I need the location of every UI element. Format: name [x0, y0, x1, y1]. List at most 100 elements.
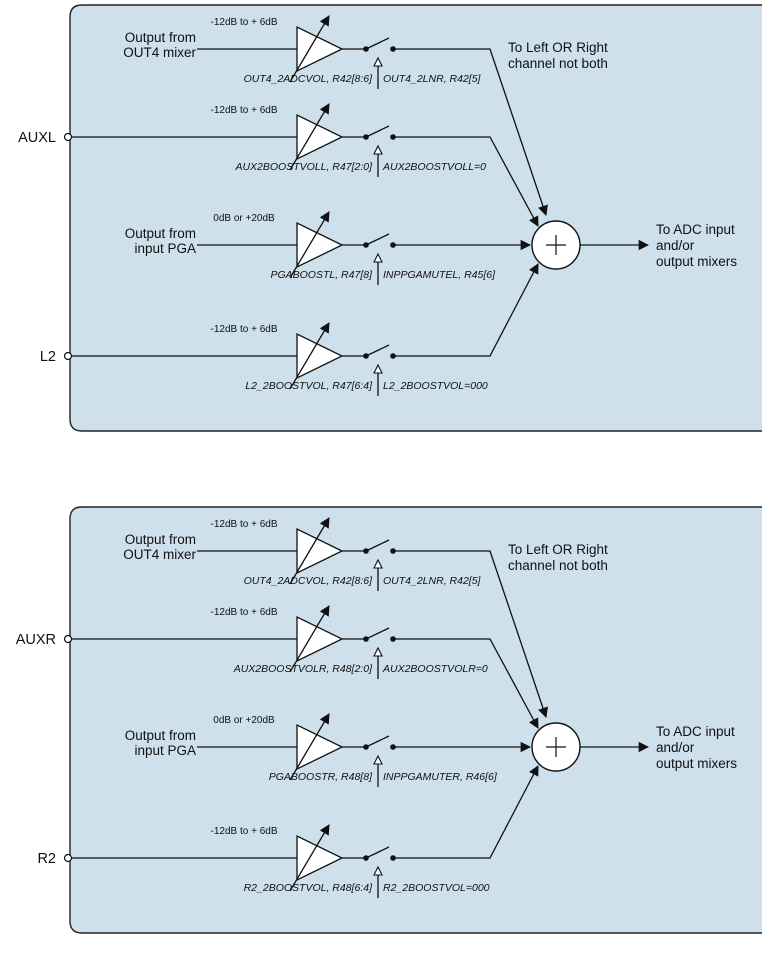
switch-control-arrow — [373, 558, 383, 569]
input-pin-label: R2 — [37, 851, 56, 867]
switch-blade — [365, 37, 390, 50]
gain-range-label: -12dB to + 6dB — [211, 17, 278, 28]
volume-register-label: R2_2BOOSTVOL, R48[6:4] — [244, 882, 373, 894]
source-label: OUT4 mixer — [123, 547, 196, 562]
input-pin-terminal — [63, 634, 73, 644]
switch-register-label: OUT4_2LNR, R42[5] — [383, 73, 482, 85]
output-label: and/or — [656, 238, 695, 253]
gain-range-label: -12dB to + 6dB — [211, 826, 278, 837]
gain-amplifier-triangle — [296, 25, 344, 73]
input-pin-terminal — [63, 853, 73, 863]
panel-background — [69, 506, 762, 934]
source-label: Output from — [125, 532, 196, 547]
variable-gain-arrow — [289, 103, 330, 171]
switch-control-arrow — [373, 363, 383, 374]
input-pin-terminal — [63, 132, 73, 142]
switch-blade — [365, 735, 390, 748]
source-label: input PGA — [134, 241, 196, 256]
switch-control-arrow — [373, 865, 383, 876]
variable-gain-arrow — [289, 322, 330, 390]
switch-control-arrow — [373, 56, 383, 67]
variable-gain-arrow — [289, 713, 330, 781]
input-pin-label: AUXR — [16, 632, 56, 648]
input-row-4: R2 -12dB to + 6dB R2_2BOOSTVOL, R48[6:4] R2… — [37, 765, 539, 898]
gain-range-label: -12dB to + 6dB — [211, 519, 278, 530]
volume-register-label: L2_2BOOSTVOL, R47[6:4] — [245, 380, 373, 392]
switch-register-label: R2_2BOOSTVOL=000 — [383, 882, 490, 894]
gain-range-label: -12dB to + 6dB — [211, 607, 278, 618]
input-row-2: AUXL -12dB to + 6dB AUX2BOOSTVOLL, R47[2:0… — [18, 103, 539, 227]
output-label: and/or — [656, 740, 695, 755]
channel-note: channel not both — [508, 558, 608, 573]
gain-amplifier-triangle — [296, 527, 344, 575]
input-pin-label: L2 — [40, 349, 56, 365]
gain-range-label: 0dB or +20dB — [213, 213, 275, 224]
switch-register-label: INPPGAMUTER, R46[6] — [383, 771, 498, 783]
route-to-summer — [393, 550, 548, 718]
output-label: To ADC input — [656, 724, 735, 739]
output-label: To ADC input — [656, 222, 735, 237]
switch-contact — [363, 855, 369, 861]
switch-control-arrow — [373, 646, 383, 657]
switch-register-label: OUT4_2LNR, R42[5] — [383, 575, 482, 587]
switch-blade — [365, 846, 390, 859]
switch-blade — [365, 627, 390, 640]
gain-amplifier-triangle — [296, 834, 344, 882]
volume-register-label: PGABOOSTR, R48[8] — [269, 771, 373, 783]
volume-register-label: OUT4_2ADCVOL, R42[8:6] — [244, 575, 373, 587]
switch-register-label: INPPGAMUTEL, R45[6] — [383, 269, 496, 281]
gain-amplifier-triangle — [296, 113, 344, 161]
volume-register-label: AUX2BOOSTVOLL, R47[2:0] — [234, 161, 373, 173]
input-pin-label: AUXL — [18, 130, 56, 146]
gain-range-label: -12dB to + 6dB — [211, 105, 278, 116]
input-row-2: AUXR -12dB to + 6dB AUX2BOOSTVOLR, R48[2:0… — [16, 605, 539, 729]
channel-note: To Left OR Right — [508, 40, 608, 55]
source-label: Output from — [125, 30, 196, 45]
channel-note: channel not both — [508, 56, 608, 71]
gain-amplifier-triangle — [296, 723, 344, 771]
switch-register-label: AUX2BOOSTVOLL=0 — [382, 161, 486, 173]
switch-blade — [365, 539, 390, 552]
source-label: Output from — [125, 226, 196, 241]
switch-blade — [365, 125, 390, 138]
variable-gain-arrow — [289, 605, 330, 673]
gain-amplifier-triangle — [296, 332, 344, 380]
source-label: input PGA — [134, 743, 196, 758]
channel-note: To Left OR Right — [508, 542, 608, 557]
variable-gain-arrow — [289, 824, 330, 892]
switch-control-arrow — [373, 252, 383, 263]
gain-amplifier-triangle — [296, 615, 344, 663]
route-to-summer — [393, 136, 539, 227]
switch-control-arrow — [373, 144, 383, 155]
source-label: Output from — [125, 728, 196, 743]
route-to-summer — [393, 263, 539, 357]
variable-gain-arrow — [289, 517, 330, 585]
volume-register-label: OUT4_2ADCVOL, R42[8:6] — [244, 73, 373, 85]
volume-register-label: PGABOOSTL, R47[8] — [270, 269, 373, 281]
switch-control-arrow — [373, 754, 383, 765]
switch-register-label: L2_2BOOSTVOL=000 — [383, 380, 488, 392]
volume-register-label: AUX2BOOSTVOLR, R48[2:0] — [233, 663, 373, 675]
switch-register-label: AUX2BOOSTVOLR=0 — [382, 663, 488, 675]
switch-blade — [365, 344, 390, 357]
route-to-summer — [393, 765, 539, 859]
input-row-4: L2 -12dB to + 6dB L2_2BOOSTVOL, R47[6:4] L2… — [40, 263, 539, 396]
output-label: output mixers — [656, 254, 737, 269]
panel-background — [69, 4, 762, 432]
output-label: output mixers — [656, 756, 737, 771]
gain-range-label: -12dB to + 6dB — [211, 324, 278, 335]
route-to-summer — [393, 48, 548, 216]
variable-gain-arrow — [289, 211, 330, 279]
input-pin-terminal — [63, 351, 73, 361]
source-label: OUT4 mixer — [123, 45, 196, 60]
route-to-summer — [393, 638, 539, 729]
gain-range-label: 0dB or +20dB — [213, 715, 275, 726]
variable-gain-arrow — [289, 15, 330, 83]
